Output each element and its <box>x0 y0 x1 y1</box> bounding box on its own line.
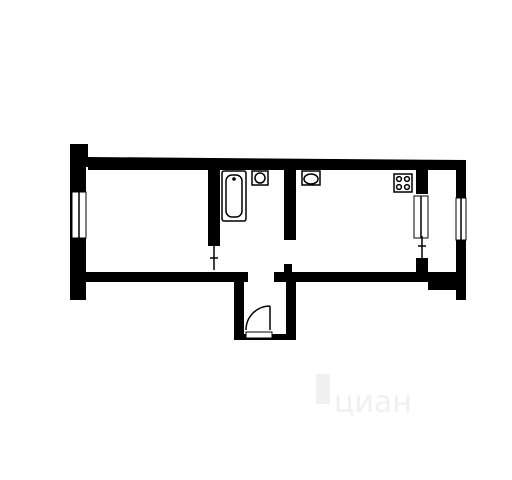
kitchen-bottom-wall <box>274 272 464 282</box>
sink-icon <box>251 170 269 186</box>
watermark-logo: циан <box>316 374 412 420</box>
bathroom-door <box>210 246 218 270</box>
entrance-door <box>245 305 273 339</box>
living-room-bottom-wall <box>86 272 218 282</box>
bathroom-right-wall <box>284 170 296 240</box>
balcony-wall-lower <box>416 258 428 274</box>
toilet-icon <box>301 170 321 186</box>
top-wall <box>74 144 466 170</box>
hallway-left-wall-top <box>218 272 248 282</box>
hallway-left-wall <box>234 282 244 340</box>
hallway-right-wall <box>286 282 296 340</box>
watermark-text: циан <box>334 385 412 420</box>
balcony-door <box>418 236 426 258</box>
bathtub-icon <box>221 170 247 222</box>
stove-icon <box>393 173 413 193</box>
wall-stub <box>284 264 292 274</box>
balcony-bottom-wall <box>428 282 458 290</box>
balcony-wall-upper <box>416 170 428 194</box>
bathroom-left-wall <box>208 170 220 246</box>
